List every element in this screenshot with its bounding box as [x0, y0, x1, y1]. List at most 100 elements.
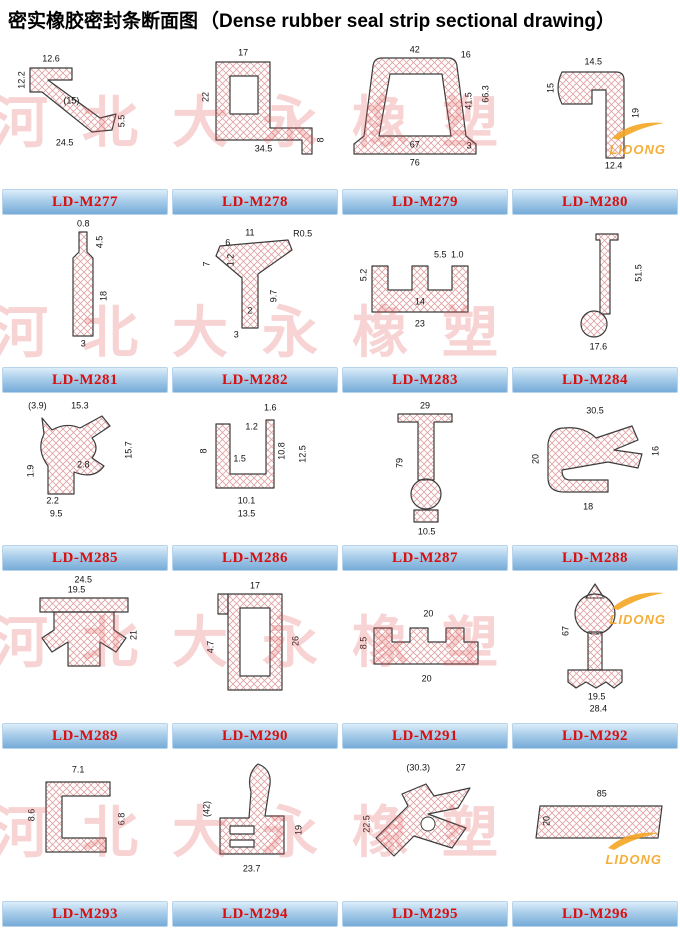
dimension-label: 12.5	[297, 445, 308, 463]
dimension-label: 20	[421, 673, 432, 684]
dimension-label: 12.2	[16, 71, 27, 89]
dimension-label: 16	[650, 446, 661, 457]
part-number-label: LD-M289	[2, 723, 168, 749]
profile-m286	[215, 419, 275, 489]
dimension-label: 8	[315, 137, 326, 143]
dimension-label: 5.2	[358, 268, 369, 281]
section-drawing: 42 16 41.5 66.3 67 3 76	[340, 38, 510, 188]
profile-m290	[217, 593, 283, 691]
section-drawing: 51.5 17.6	[510, 216, 680, 366]
part-number-label: LD-M292	[512, 723, 678, 749]
catalog-cell-m290: 17 4.7 26 LD-M290	[170, 572, 340, 750]
dimension-label: 10.1	[237, 495, 256, 506]
dimension-label: 17.6	[589, 341, 608, 352]
dimension-label: 42	[409, 44, 420, 55]
dimension-label: 23.7	[242, 863, 261, 874]
part-number-label: LD-M284	[512, 367, 678, 393]
dimension-label: 11	[245, 227, 255, 238]
dimension-label: 17	[249, 580, 261, 591]
profile-m295	[375, 783, 471, 857]
dimension-label: 18	[583, 501, 594, 512]
dimension-label: 1.6	[264, 402, 277, 413]
dimension-label: 51.5	[633, 264, 644, 282]
dimension-label: 85	[596, 788, 607, 799]
dimension-label: 28.4	[589, 703, 608, 714]
dimension-label: 2	[247, 305, 253, 316]
part-number-label: LD-M281	[2, 367, 168, 393]
dimension-label: 13.5	[237, 508, 256, 519]
profile-m284	[580, 233, 619, 338]
part-number-label: LD-M290	[172, 723, 338, 749]
dimension-label: 79	[394, 458, 404, 469]
part-number-label: LD-M277	[2, 189, 168, 215]
dimension-label: 8	[198, 448, 209, 454]
dimension-label: 26	[290, 636, 301, 647]
dimension-label: 2.8	[77, 459, 90, 470]
dimension-label: 1.5	[233, 453, 246, 464]
dimension-label: 14	[414, 296, 425, 307]
page-title-cn: 密实橡胶密封条断面图	[8, 10, 199, 32]
dimension-label: 3	[466, 140, 472, 151]
dimension-label: 3	[233, 329, 239, 340]
part-number-label: LD-M293	[2, 901, 168, 927]
section-drawing: 17 4.7 26	[170, 572, 340, 722]
profile-m287	[397, 413, 453, 523]
part-number-label: LD-M286	[172, 545, 338, 571]
dimension-label: 34.5	[254, 143, 273, 154]
catalog-cell-m284: 51.5 17.6 LD-M284	[510, 216, 680, 394]
dimension-label: 18	[98, 290, 109, 301]
dimension-label: 20	[541, 815, 552, 826]
dimension-label: 10.8	[276, 442, 287, 460]
profile-m277	[29, 67, 117, 133]
dimension-label: 16	[460, 49, 471, 60]
dimension-label: 20	[423, 608, 434, 619]
dimension-label: 21	[128, 630, 139, 641]
dimension-label: 4.5	[94, 235, 105, 248]
dimension-label: 10.5	[417, 526, 436, 537]
profile-m278	[215, 61, 313, 155]
dimension-label: 20	[530, 453, 540, 464]
profile-m281	[72, 231, 94, 337]
dimension-label: 17	[238, 47, 249, 58]
part-number-label: LD-M282	[172, 367, 338, 393]
part-number-label: LD-M280	[512, 189, 678, 215]
dimension-label: 15	[545, 82, 556, 93]
part-number-label: LD-M285	[2, 545, 168, 571]
dimension-label: 15.3	[71, 400, 89, 411]
dimension-label: 41.5	[463, 92, 474, 110]
dimension-label: 22	[200, 91, 211, 102]
part-number-label: LD-M288	[512, 545, 678, 571]
dimension-label: (42)	[201, 800, 212, 817]
profile-m293	[45, 781, 111, 853]
dimension-label: 4.7	[205, 640, 216, 654]
dimension-label: 19	[630, 108, 641, 119]
dimension-label: 23	[414, 318, 425, 329]
part-number-label: LD-M287	[342, 545, 508, 571]
dimension-label: 24.5	[74, 574, 93, 584]
profile-m283	[371, 265, 469, 313]
dimension-label: 67	[409, 139, 420, 150]
dimension-label: 0.8	[77, 218, 90, 228]
dimension-label: 66.3	[480, 84, 491, 103]
dimension-label: 76	[409, 157, 420, 168]
part-number-label: LD-M278	[172, 189, 338, 215]
part-number-label: LD-M283	[342, 367, 508, 393]
dimension-label: 6	[225, 237, 231, 248]
dimension-label: 22.5	[361, 814, 372, 833]
